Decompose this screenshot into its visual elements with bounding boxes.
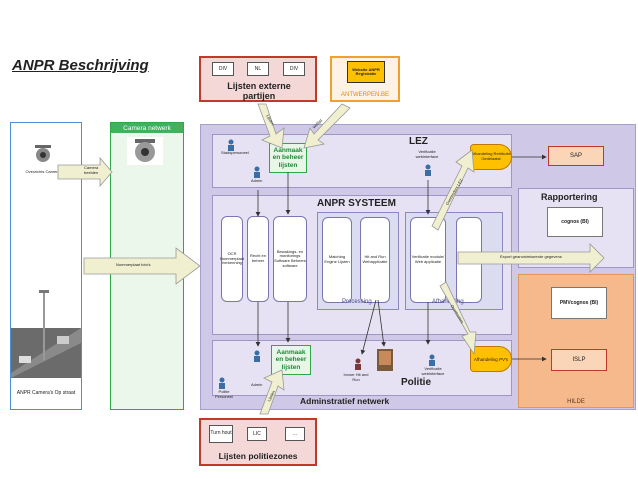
cognos-box: cognos (BI): [547, 207, 603, 237]
number-plate-label: Nummerplaat foto's: [116, 262, 151, 267]
investigator-icon: [353, 357, 361, 370]
lez-verify-label: Verificatie webinterface: [415, 149, 439, 159]
lijsten-arrow-bottom: [259, 369, 285, 415]
lijsten-arrow-top: [257, 103, 285, 149]
camera-images-label: Camera beelden: [84, 165, 99, 175]
module-ocr: OCR Nummerplaat herkenning: [220, 216, 244, 302]
module-hitrun: Hit and Run Webapplicatie: [360, 217, 390, 303]
camera-images-arrow: [57, 156, 113, 188]
number-plate-arrow: [83, 247, 201, 285]
external-list-2: NL: [247, 62, 269, 76]
lez-verify-icon: [423, 163, 431, 176]
anpr-street-label: ANPR Camera's Op straat: [16, 390, 76, 396]
external-list-3: DIV: [283, 62, 305, 76]
anpr-system-title: ANPR SYSTEEM: [317, 198, 396, 209]
camera-icon: [127, 137, 163, 165]
external-list-1: DIV: [212, 62, 234, 76]
overview-camera-icon: [31, 145, 57, 163]
module-monitoring: Bewakings- en monitorings Software Behee…: [273, 216, 307, 302]
politie-verify-icon: [427, 353, 435, 366]
lez-staff-icon: [227, 138, 235, 151]
sap-box: SAP: [548, 146, 604, 166]
politie-area: Aanmaak en beheer lijsten Admin Invoer H…: [212, 340, 512, 396]
police-staff-icon: [218, 376, 226, 389]
investigator-label: Invoer Hit and Run: [343, 372, 369, 382]
police-staff-label: Politie Personeel: [214, 389, 233, 399]
lez-staff-label: Stadspersoneel: [221, 150, 249, 155]
politie-manage-lists: Aanmaak en beheer lijsten: [271, 345, 311, 375]
website-anpr-box: Website ANPR Registratie: [347, 61, 385, 83]
pmvcognos-box: PMVcognos (BI): [551, 287, 607, 319]
politie-verify-label: Verificatie webinterface: [421, 366, 445, 376]
afhandeling-label: Afhandeling: [432, 299, 464, 305]
police-zones-box: Turn hout LIC ... Lijsten politiezones: [199, 418, 317, 466]
politie-admin-icon: [253, 349, 261, 362]
hitrun-monitor-icon: [377, 349, 393, 371]
hilde-area: PMVcognos (BI) ISLP HILDE: [518, 274, 634, 408]
police-zones-label: Lijsten politiezones: [218, 451, 298, 461]
politie-admin-label: Admin: [251, 382, 263, 387]
overtreders-politie-arrow: [439, 281, 477, 356]
zone-list-3: ...: [285, 427, 305, 441]
islp-box: ISLP: [551, 349, 607, 371]
lez-admin-icon: [253, 165, 261, 178]
politie-title: Politie: [401, 377, 432, 388]
export-label: Export geanonimiseerde gegevens: [500, 254, 562, 259]
witlijst-arrow: [303, 103, 351, 149]
zone-list-1: Turn hout: [209, 425, 233, 443]
external-lists-box: DIV NL DIV Lijsten externe partijen: [199, 56, 317, 102]
street-camera-image: [11, 288, 81, 378]
lez-admin-label: Admin: [251, 178, 263, 183]
camera-network-title: Camera netwerk: [111, 123, 183, 133]
module-verification: Verificatie module/ Web applicatie: [410, 217, 446, 303]
anpr-system-area: ANPR SYSTEEM OCR Nummerplaat herkenning …: [212, 195, 512, 335]
pv-handler: Afhandeling PV's: [470, 346, 512, 372]
admin-network-label: Adminstratief netwerk: [300, 396, 390, 406]
rapportering-title: Rapportering: [541, 192, 598, 202]
module-rights: Recht en beheer: [247, 216, 269, 302]
zone-list-2: LIC: [247, 427, 267, 441]
antwerpen-label: ANTWERPEN.BE: [340, 92, 389, 98]
overtreders-lez-arrow: [431, 149, 475, 231]
lez-title: LEZ: [409, 136, 428, 147]
hilde-label: HILDE: [567, 399, 585, 405]
external-lists-label: Lijsten externe partijen: [227, 81, 291, 101]
export-arrow: [457, 243, 605, 273]
lez-fine-handler: Afhandeling Retributie Gedelaatst: [470, 144, 512, 170]
processing-label: Processing: [342, 299, 372, 305]
module-matching: Matching Engine Lijsten: [322, 217, 352, 303]
overview-camera-label: Overzichts Camera's: [25, 168, 63, 174]
page-title: ANPR Beschrijving: [12, 57, 149, 74]
antwerpen-box: Website ANPR Registratie ANTWERPEN.BE: [330, 56, 400, 102]
processing-group: Matching Engine Lijsten Hit and Run Weba…: [317, 212, 399, 310]
